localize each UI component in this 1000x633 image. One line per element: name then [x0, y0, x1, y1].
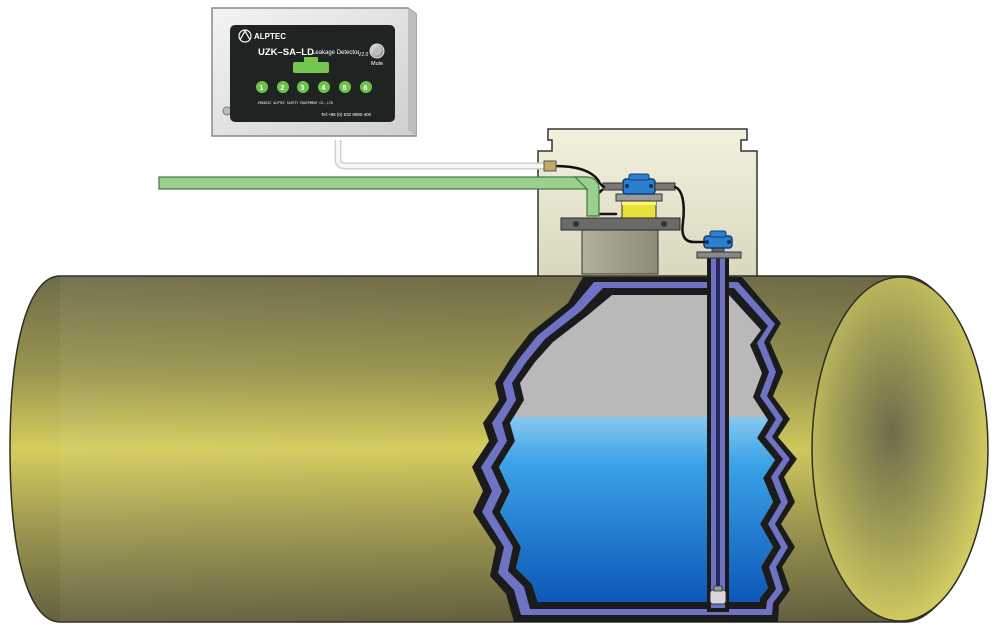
company-label: ERKOSIC ALPTEC SAFETY EQUIPMENT CO.,LTD: [258, 101, 333, 105]
air-tube: [159, 177, 599, 216]
stored-liquid: [490, 417, 790, 607]
svg-text:2: 2: [281, 85, 285, 92]
zone-led-4: 4: [318, 81, 330, 93]
brand-label: ALPTEC: [254, 32, 286, 41]
svg-text:6: 6: [364, 85, 368, 92]
mute-button[interactable]: [370, 44, 384, 58]
version-label: V2.0: [358, 52, 369, 58]
product-label: Leakage Detector: [312, 50, 359, 56]
tank-end-cap: [812, 277, 988, 621]
model-label: UZK–SA–LD: [258, 47, 314, 58]
svg-text:3: 3: [301, 85, 305, 92]
zone-led-6: 6: [360, 81, 372, 93]
zone-led-2: 2: [277, 81, 289, 93]
panel-screw: [223, 107, 231, 115]
zone-led-1: 1: [256, 81, 268, 93]
svg-text:5: 5: [343, 85, 347, 92]
mute-label: Mute: [371, 61, 383, 67]
control-panel: ALPTEC UZK–SA–LD Leakage Detector V2.0 M…: [212, 8, 416, 136]
panel-conduit: [338, 140, 556, 171]
zone-led-5: 5: [339, 81, 351, 93]
svg-text:4: 4: [322, 85, 326, 92]
phone-label: Tel:+86 (0) 532 8880 400: [321, 112, 372, 117]
svg-text:1: 1: [260, 85, 264, 92]
zone-led-3: 3: [297, 81, 309, 93]
probe-flange: [697, 252, 741, 258]
